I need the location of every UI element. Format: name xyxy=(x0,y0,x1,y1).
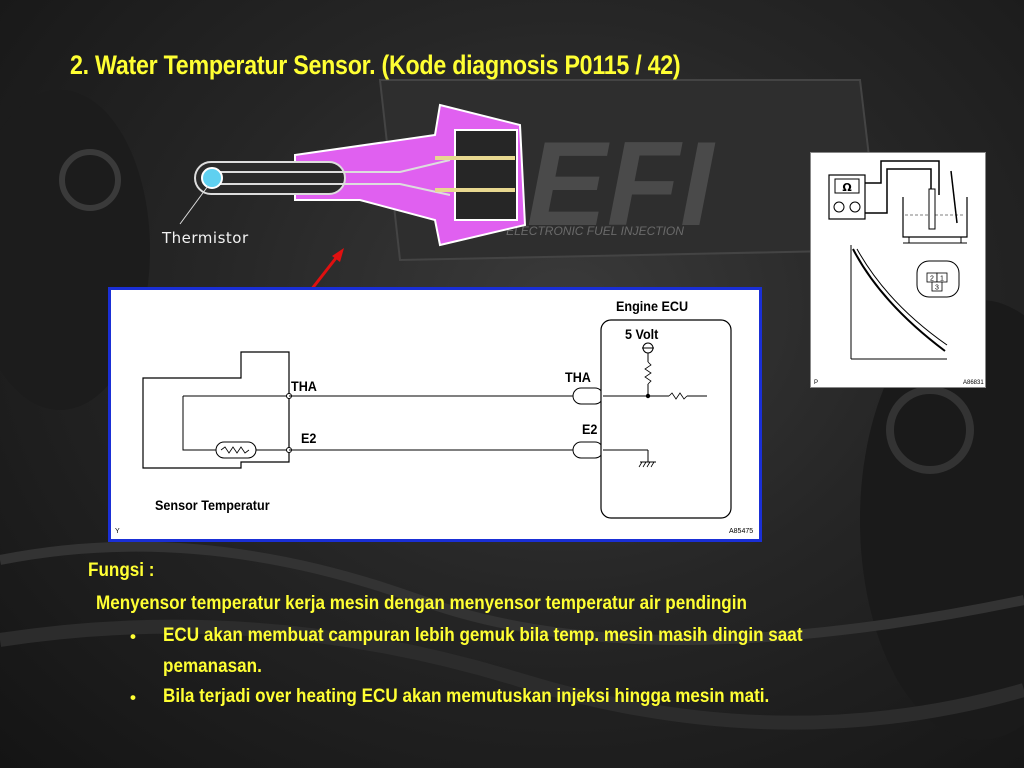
tha-sensor-label: THA xyxy=(291,378,317,394)
sensor-temperatur-label: Sensor Temperatur xyxy=(155,497,270,513)
fungsi-heading: Fungsi : xyxy=(88,560,155,581)
engine-ecu-box xyxy=(600,319,732,519)
circuit-diagram: Engine ECU 5 Volt THA E2 THA E2 Sensor T… xyxy=(108,287,762,542)
ohm-symbol: Ω xyxy=(842,181,852,194)
e2-sensor-label: E2 xyxy=(301,430,317,446)
thermistor-symbol xyxy=(215,441,257,459)
sensor-connector xyxy=(454,129,518,221)
e2-ecu-label: E2 xyxy=(582,421,598,437)
efi-logo-subtext: ELECTRONIC FUEL INJECTION xyxy=(506,224,684,238)
pin-label: 2 xyxy=(930,276,934,283)
resistance-curve xyxy=(852,248,946,352)
bullet-1-line-2: pemanasan. xyxy=(163,656,262,677)
slide-title: 2. Water Temperatur Sensor. (Kode diagno… xyxy=(70,50,681,80)
bullet-marker: • xyxy=(130,627,136,646)
tha-connector xyxy=(572,387,604,405)
diagram-figure-code: A85475 xyxy=(729,528,754,535)
thermistor-label: Thermistor xyxy=(162,229,249,247)
test-figure-corner-code: P xyxy=(814,380,818,386)
e2-connector xyxy=(572,441,604,459)
sensor-housing xyxy=(142,351,290,469)
sensor-illustration xyxy=(179,103,527,247)
water-beaker xyxy=(902,197,968,238)
pin-label: 1 xyxy=(940,276,944,283)
pin-label: 3 xyxy=(935,285,939,292)
bullet-marker: • xyxy=(130,688,136,707)
engine-ecu-label: Engine ECU xyxy=(616,298,689,314)
efi-logo: EFI xyxy=(527,117,716,251)
bullet-1-line-1: ECU akan membuat campuran lebih gemuk bi… xyxy=(163,625,803,646)
bullet-2-line-1: Bila terjadi over heating ECU akan memut… xyxy=(163,686,770,707)
thermistor-element xyxy=(201,167,223,189)
test-figure-code: A86831 xyxy=(963,380,984,386)
resistance-test-figure: Ω 2 1 3 P A86831 xyxy=(810,152,986,388)
sensor-probe xyxy=(194,161,346,195)
voltage-label: 5 Volt xyxy=(625,326,659,342)
diagram-corner-code: Y xyxy=(115,528,120,535)
tha-ecu-label: THA xyxy=(565,369,591,385)
description-text: Menyensor temperatur kerja mesin dengan … xyxy=(96,593,747,614)
